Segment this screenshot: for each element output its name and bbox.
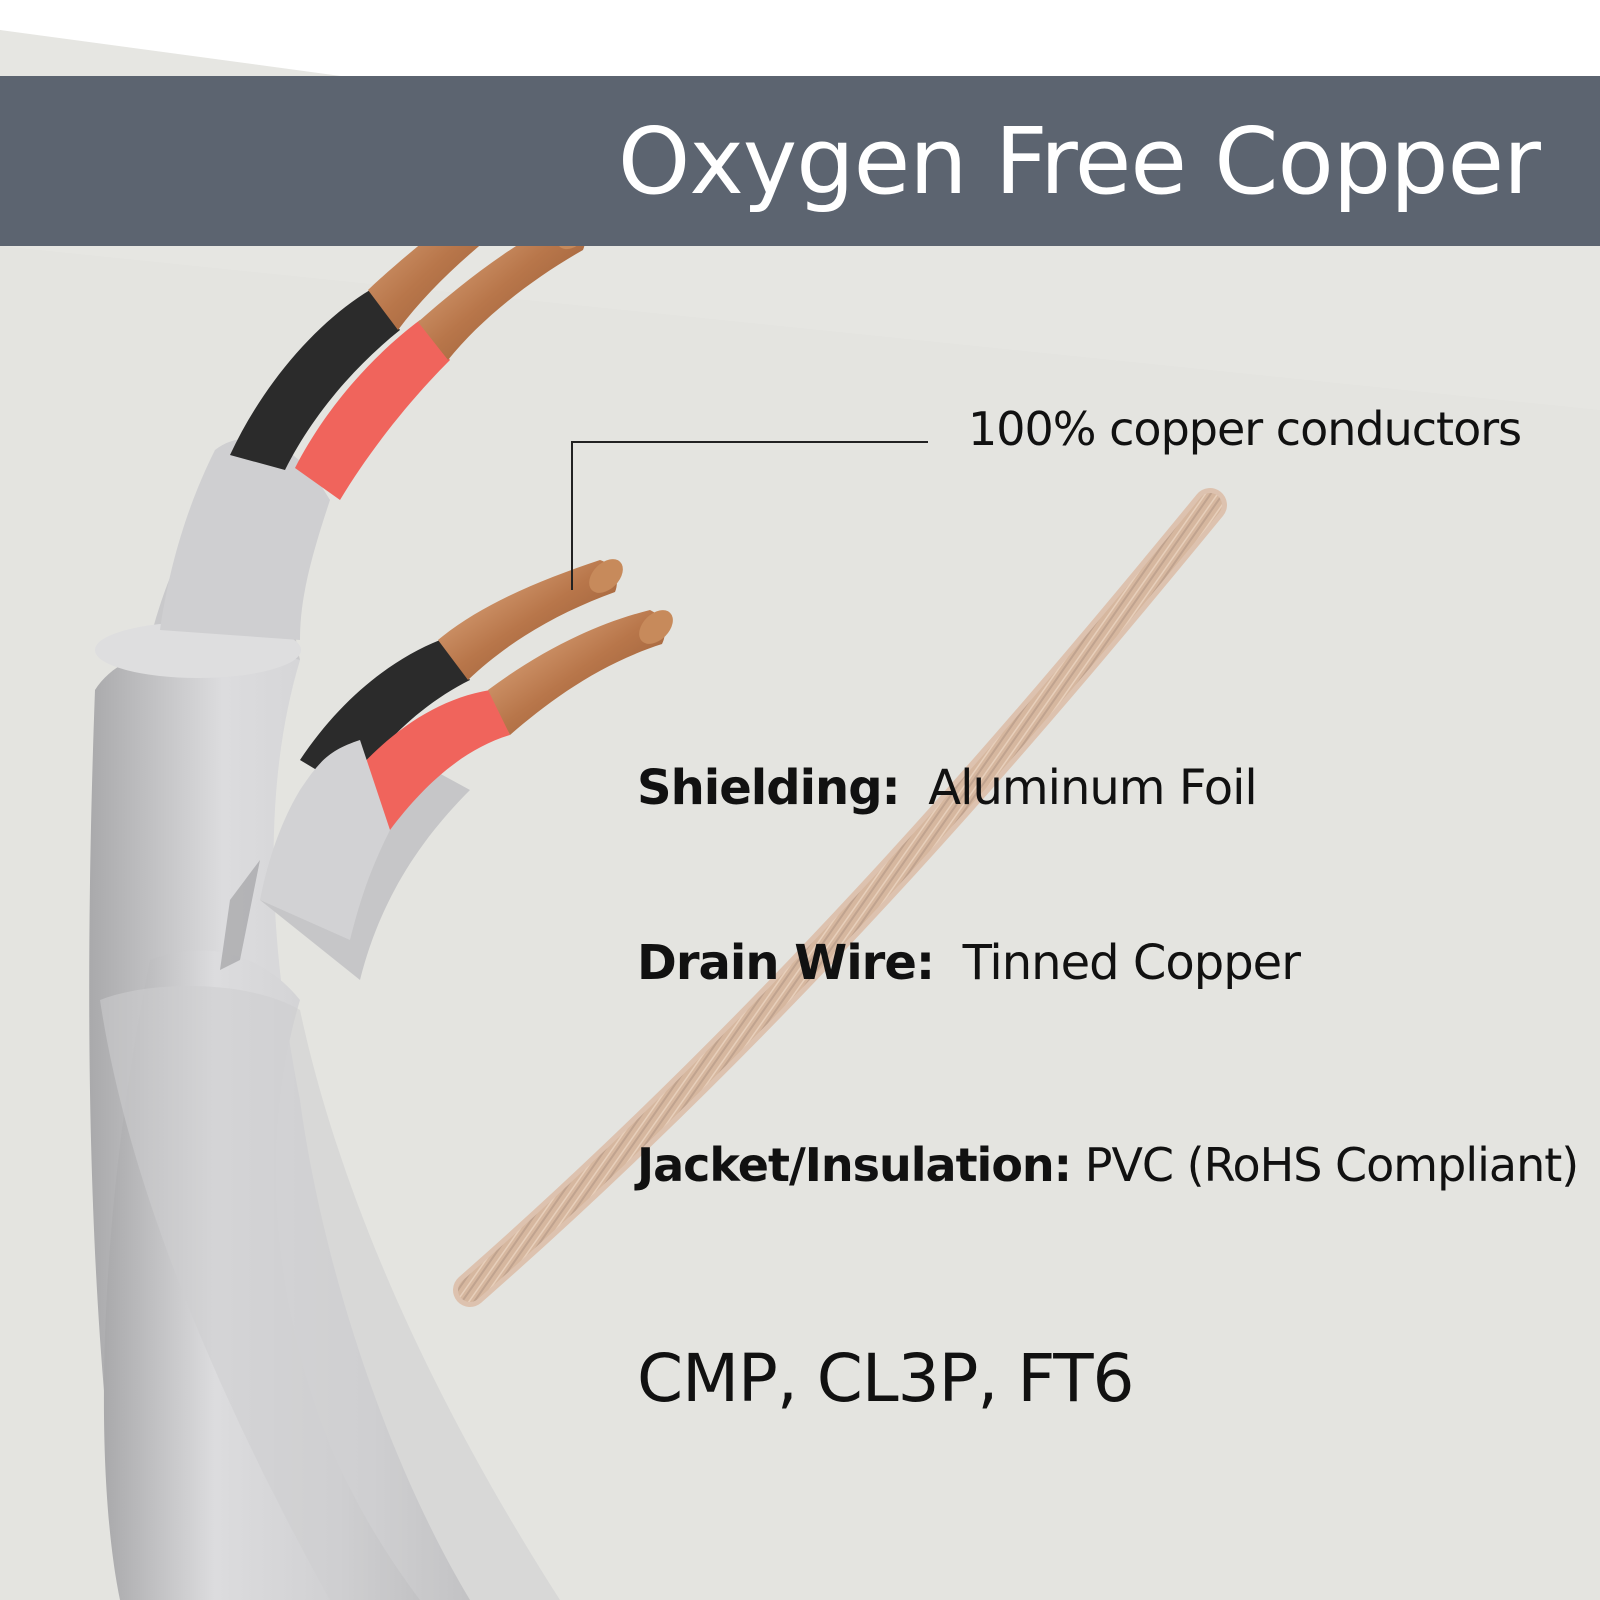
spec-label: Drain Wire: — [637, 935, 935, 991]
fire-ratings: CMP, CL3P, FT6 — [637, 1340, 1135, 1417]
spec-label: Jacket/Insulation: — [637, 1138, 1072, 1192]
spec-jacket-insulation: Jacket/Insulation: PVC (RoHS Compliant) — [637, 1138, 1580, 1192]
spec-value: PVC (RoHS Compliant) — [1084, 1138, 1580, 1192]
background-panel — [0, 30, 1600, 1600]
spec-label: Shielding: — [637, 760, 901, 816]
jacket-twist — [100, 986, 560, 1600]
callout-leader-line — [571, 441, 928, 590]
spec-shielding: Shielding: Aluminum Foil — [637, 760, 1258, 816]
callout-copper-conductors: 100% copper conductors — [968, 402, 1522, 456]
spec-value: Tinned Copper — [962, 935, 1301, 991]
title-banner — [0, 76, 1600, 246]
spec-value: Aluminum Foil — [928, 760, 1257, 816]
spec-drain-wire: Drain Wire: Tinned Copper — [637, 935, 1301, 991]
banner-title: Oxygen Free Copper — [617, 108, 1541, 215]
background-copper-strand — [453, 488, 1227, 1307]
